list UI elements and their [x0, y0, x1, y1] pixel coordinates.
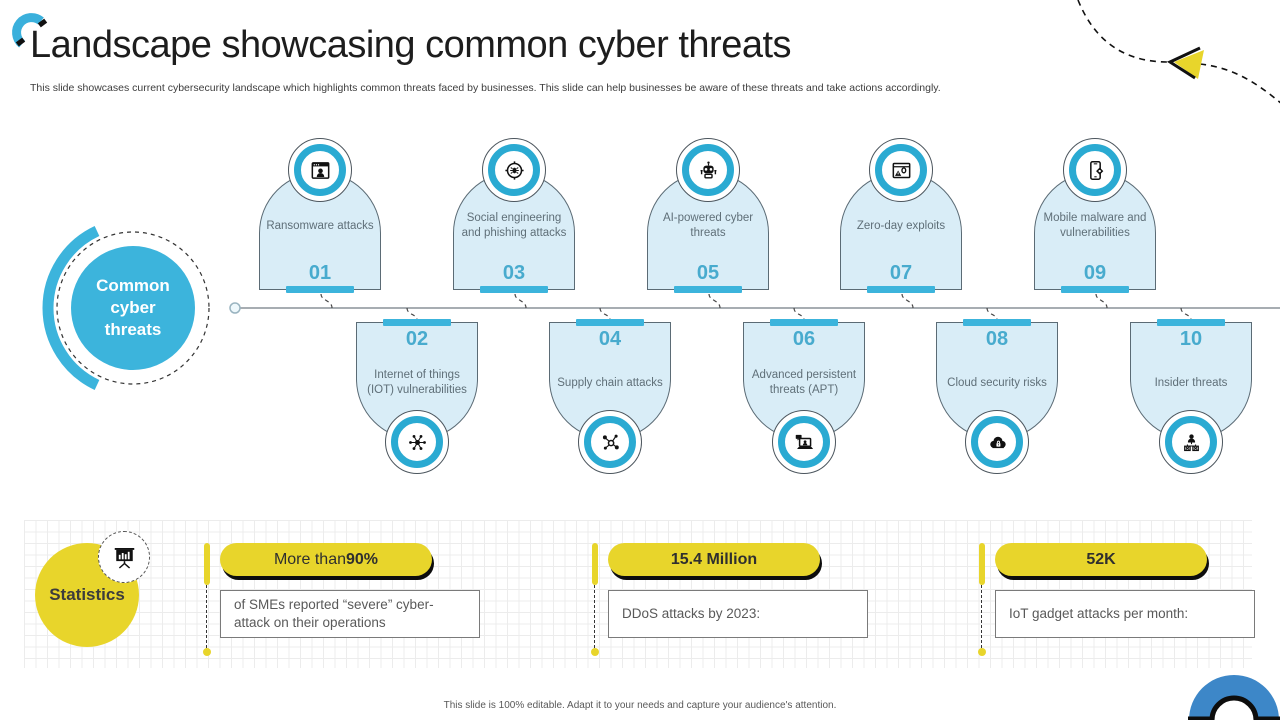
logo-swirl-icon: [12, 13, 48, 48]
phishing-bug-target-icon: [482, 138, 546, 202]
stat-description-box: of SMEs reported “severe” cyber-attack o…: [220, 590, 480, 638]
stat-description: of SMEs reported “severe” cyber-attack o…: [234, 596, 434, 630]
threat-label: Advanced persistent threats (APT): [751, 369, 857, 396]
accent-bar: [867, 286, 935, 293]
stat-connector-line: [981, 585, 982, 648]
laptop-intrusion-icon: [772, 410, 836, 474]
stat-connector-dot: [203, 648, 211, 656]
threat-number: 06: [792, 328, 816, 350]
accent-bar: [576, 319, 644, 326]
accent-bar: [1061, 286, 1129, 293]
stat-connector-dot: [591, 648, 599, 656]
stat-headline-value: 90%: [346, 550, 379, 568]
cloud-lock-icon: [965, 410, 1029, 474]
insider-threat-icon: [1159, 410, 1223, 474]
threat-card-06[interactable]: Advanced persistent threats (APT) 06: [743, 319, 865, 474]
ransomware-hacker-icon: [288, 138, 352, 202]
threat-label: Insider threats: [1154, 376, 1228, 389]
iot-network-icon: [385, 410, 449, 474]
timeline-start-node: [229, 302, 241, 314]
threat-card-07[interactable]: Zero-day exploits 07: [840, 138, 962, 293]
accent-bar: [963, 319, 1031, 326]
threat-number: 04: [598, 328, 622, 350]
page-subtitle: This slide showcases current cybersecuri…: [30, 82, 941, 94]
stat-description-box: IoT gadget attacks per month:: [995, 590, 1255, 638]
stat-group-smes: More than 90% of SMEs reported “severe” …: [203, 540, 484, 665]
threat-number: 01: [308, 262, 332, 284]
stat-connector-line: [594, 585, 595, 648]
threat-number: 03: [502, 262, 526, 284]
mobile-malware-icon: [1063, 138, 1127, 202]
stat-headline-prefix: More than: [273, 550, 346, 568]
accent-bar: [286, 286, 354, 293]
accent-bar: [1157, 319, 1225, 326]
threat-number: 09: [1083, 262, 1107, 284]
stat-headline-pill[interactable]: 15.4 Million: [608, 543, 820, 576]
threat-label: AI-powered cyber threats: [662, 212, 754, 239]
stat-accent-bar: [979, 543, 985, 585]
stat-description: DDoS attacks by 2023:: [622, 605, 761, 621]
stat-group-iot: 52K IoT gadget attacks per month:: [978, 540, 1259, 665]
threat-label: Social engineering and phishing attacks: [461, 212, 567, 239]
threat-label: Cloud security risks: [947, 376, 1047, 389]
threat-label: Supply chain attacks: [557, 376, 663, 389]
statistics-section-label: Statistics: [49, 585, 125, 604]
accent-bar: [383, 319, 451, 326]
threat-number: 10: [1179, 328, 1203, 350]
threat-label: Ransomware attacks: [266, 219, 374, 232]
corner-arch-icon: [1188, 675, 1280, 720]
threat-label: Mobile malware and vulnerabilities: [1043, 212, 1147, 239]
stat-connector-dot: [978, 648, 986, 656]
presentation-chart-icon: [98, 531, 150, 583]
threat-card-04[interactable]: Supply chain attacks 04: [549, 319, 671, 474]
yellow-arrow-icon: [1174, 50, 1204, 79]
threat-card-01[interactable]: Ransomware attacks 01: [259, 138, 381, 293]
threat-card-10[interactable]: Insider threats 10: [1130, 319, 1252, 474]
supply-chain-nodes-icon: [578, 410, 642, 474]
dashed-curve-arrow-decor: [1077, 0, 1280, 104]
stat-description-box: DDoS attacks by 2023:: [608, 590, 868, 638]
zero-day-window-icon: [869, 138, 933, 202]
threat-number: 05: [696, 262, 720, 284]
accent-bar: [480, 286, 548, 293]
stat-connector-line: [206, 585, 207, 648]
hub-label: Common cyber threats: [96, 275, 170, 340]
card-connectors: [320, 293, 1192, 321]
ai-robot-icon: [676, 138, 740, 202]
threat-number: 02: [405, 328, 429, 350]
threat-card-02[interactable]: Internet of things (IOT) vulnerabilities…: [356, 319, 478, 474]
stat-headline-value: 52K: [1086, 550, 1116, 568]
threat-number: 07: [889, 262, 913, 284]
stat-headline-pill[interactable]: 52K: [995, 543, 1207, 576]
stat-description: IoT gadget attacks per month:: [1009, 605, 1189, 621]
footer-note: This slide is 100% editable. Adapt it to…: [443, 700, 837, 711]
stat-headline-pill[interactable]: More than 90%: [220, 543, 432, 576]
threat-number: 08: [985, 328, 1009, 350]
stat-accent-bar: [204, 543, 210, 585]
threat-card-03[interactable]: Social engineering and phishing attacks …: [453, 138, 575, 293]
stat-accent-bar: [592, 543, 598, 585]
accent-bar: [770, 319, 838, 326]
accent-bar: [674, 286, 742, 293]
threat-card-08[interactable]: Cloud security risks 08: [936, 319, 1058, 474]
stat-headline-value: 15.4 Million: [670, 550, 758, 568]
page-title: Landscape showcasing common cyber threat…: [30, 24, 792, 66]
stat-group-ddos: 15.4 Million DDoS attacks by 2023:: [591, 540, 872, 665]
threat-card-09[interactable]: Mobile malware and vulnerabilities 09: [1034, 138, 1156, 293]
threat-label: Internet of things (IOT) vulnerabilities: [367, 369, 467, 396]
hub-label-circle[interactable]: Common cyber threats: [71, 246, 195, 370]
threat-card-05[interactable]: AI-powered cyber threats 05: [647, 138, 769, 293]
threat-label: Zero-day exploits: [856, 219, 946, 232]
